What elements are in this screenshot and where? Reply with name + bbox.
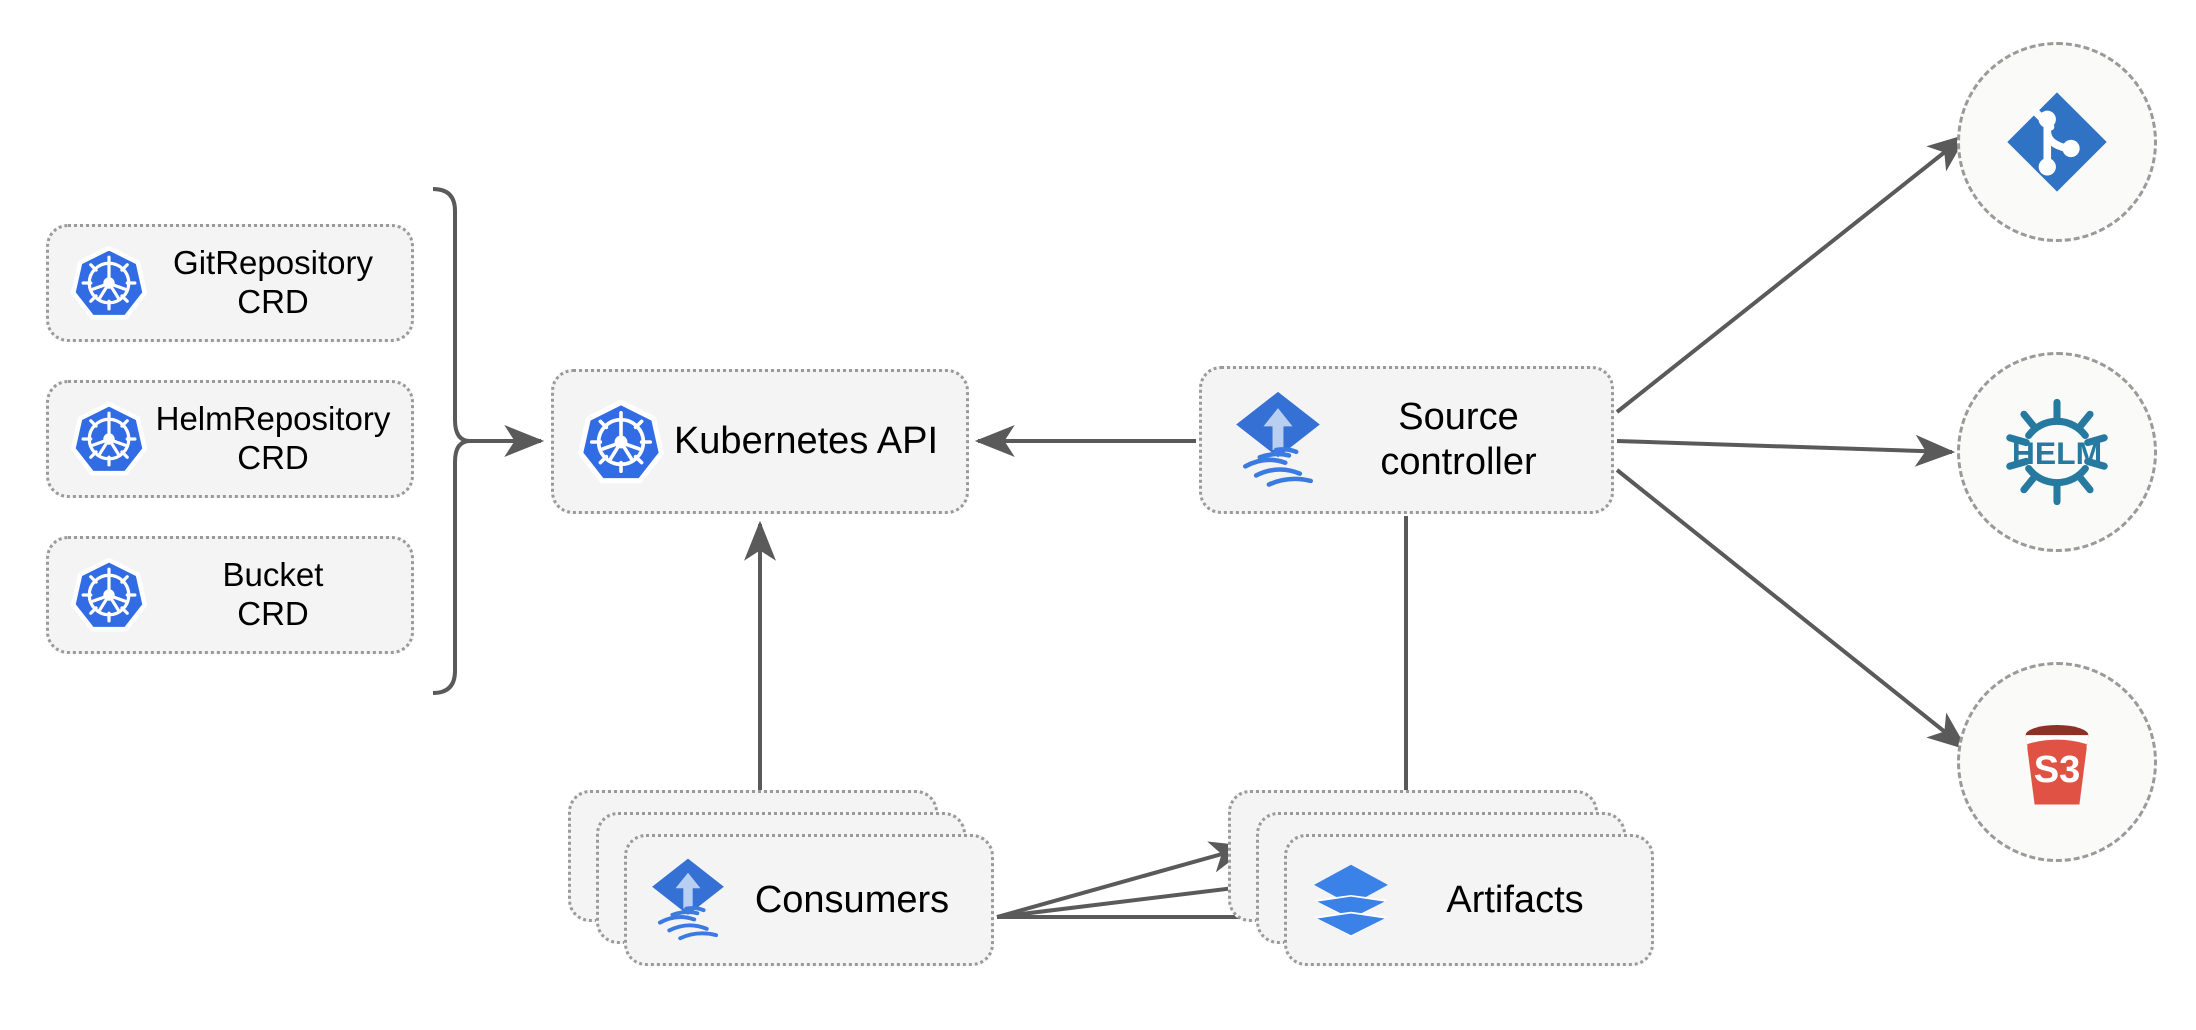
crd-label: HelmRepository CRD bbox=[155, 400, 391, 476]
kubernetes-icon bbox=[71, 557, 147, 632]
flux-icon bbox=[1236, 391, 1320, 487]
kubernetes-icon bbox=[71, 245, 147, 320]
crd-card-gitrepository[interactable]: GitRepository CRD bbox=[46, 224, 414, 342]
node-label: Artifacts bbox=[1446, 878, 1584, 921]
kubernetes-icon bbox=[71, 401, 147, 476]
arrow-consumers-to-artifacts-top bbox=[996, 841, 1251, 919]
arrow-source-to-s3 bbox=[1615, 468, 1968, 750]
arrow-source-to-helm bbox=[1616, 434, 1956, 467]
s3-wordmark: S3 bbox=[2034, 749, 2081, 791]
node-kubernetes-api[interactable]: Kubernetes API bbox=[551, 369, 969, 514]
kubernetes-icon bbox=[578, 399, 664, 483]
backend-git[interactable] bbox=[1957, 42, 2157, 242]
node-label: Source controller bbox=[1380, 396, 1537, 483]
crd-group-brace bbox=[432, 187, 471, 695]
flux-icon bbox=[652, 858, 724, 941]
node-label: Consumers bbox=[754, 878, 950, 921]
git-icon bbox=[2007, 92, 2107, 192]
consumers-sheet-front[interactable]: Consumers bbox=[624, 834, 994, 966]
artifacts-sheet-front[interactable]: Artifacts bbox=[1284, 834, 1654, 966]
backend-helm[interactable]: HELM bbox=[1957, 352, 2157, 552]
crd-card-helmrepository[interactable]: HelmRepository CRD bbox=[46, 380, 414, 498]
arrow-source-to-git bbox=[1615, 134, 1968, 414]
node-label: Kubernetes API bbox=[673, 420, 939, 463]
layers-icon bbox=[1314, 864, 1388, 937]
backend-s3[interactable]: S3 bbox=[1957, 662, 2157, 862]
helm-icon: HELM bbox=[2006, 398, 2108, 506]
s3-bucket-icon: S3 bbox=[2025, 725, 2089, 805]
crd-label: Bucket CRD bbox=[222, 556, 324, 632]
node-source-controller[interactable]: Source controller bbox=[1199, 366, 1614, 514]
helm-wordmark: HELM bbox=[2012, 435, 2102, 471]
crd-label: GitRepository CRD bbox=[173, 244, 373, 320]
crd-card-bucket[interactable]: Bucket CRD bbox=[46, 536, 414, 654]
